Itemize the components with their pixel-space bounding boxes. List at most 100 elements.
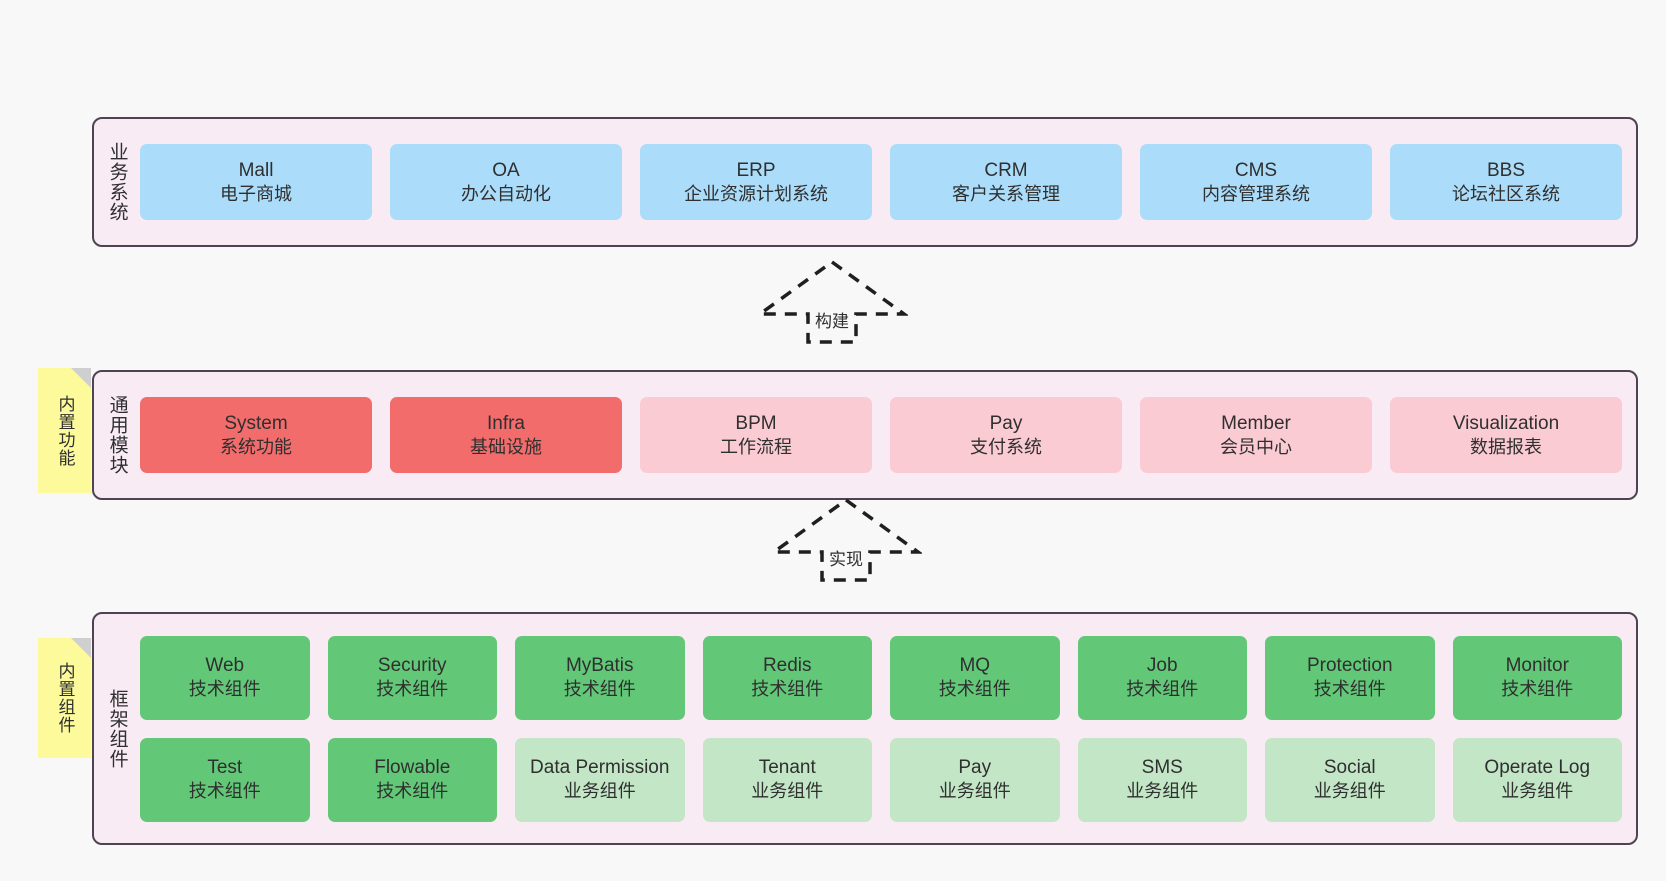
card-bpm[interactable]: BPM 工作流程 [640,397,872,473]
card-flowable[interactable]: Flowable 技术组件 [327,737,497,822]
card-subtitle: 客户关系管理 [952,183,1060,204]
card-operate-log[interactable]: Operate Log 业务组件 [1452,737,1622,822]
card-data-permission[interactable]: Data Permission 业务组件 [515,737,685,822]
connector-build: 构建 [754,258,910,344]
card-cms[interactable]: CMS 内容管理系统 [1140,144,1372,220]
layer-body-business-system: Mall 电子商城 OA 办公自动化 ERP 企业资源计划系统 CRM 客户关系… [140,119,1636,245]
card-bbs[interactable]: BBS 论坛社区系统 [1390,144,1622,220]
layer-title-framework-component: 框架组件 [106,688,128,769]
layer-common-module: 通用模块 System 系统功能 Infra 基础设施 BPM 工作流程 Pay… [92,370,1638,500]
dashed-up-arrow-icon [754,259,910,344]
card-subtitle: 基础设施 [470,436,542,457]
card-subtitle: 技术组件 [1313,679,1386,700]
card-web[interactable]: Web 技术组件 [140,635,310,720]
card-subtitle: 业务组件 [1126,781,1199,802]
folded-corner-icon [71,638,91,658]
card-job[interactable]: Job 技术组件 [1077,635,1247,720]
card-title: Web [205,655,245,677]
card-monitor[interactable]: Monitor 技术组件 [1452,635,1622,720]
card-subtitle: 论坛社区系统 [1452,183,1560,204]
card-title: System [224,412,288,434]
card-title: Job [1146,655,1178,677]
card-security[interactable]: Security 技术组件 [327,635,497,720]
card-subtitle: 会员中心 [1220,436,1292,457]
card-title: Data Permission [530,757,670,779]
card-subtitle: 技术组件 [188,781,261,802]
card-mybatis[interactable]: MyBatis 技术组件 [515,635,685,720]
card-protection[interactable]: Protection 技术组件 [1265,635,1435,720]
card-title: Security [377,655,447,677]
layer-business-system: 业务系统 Mall 电子商城 OA 办公自动化 ERP 企业资源计划系统 CRM… [92,117,1638,247]
card-social[interactable]: Social 业务组件 [1265,737,1435,822]
layer-title-common-module: 通用模块 [106,395,128,475]
card-title: BBS [1486,159,1526,181]
card-subtitle: 电子商城 [220,183,292,204]
card-subtitle: 技术组件 [376,781,449,802]
card-system[interactable]: System 系统功能 [140,397,372,473]
folded-corner-icon [71,368,91,388]
card-pay[interactable]: Pay 支付系统 [890,397,1122,473]
card-subtitle: 技术组件 [563,679,636,700]
card-title: Protection [1306,655,1393,677]
card-title: Tenant [758,757,816,779]
card-crm[interactable]: CRM 客户关系管理 [890,144,1122,220]
card-subtitle: 业务组件 [563,781,636,802]
card-title: CMS [1234,159,1278,181]
card-title: Operate Log [1484,757,1591,779]
card-member[interactable]: Member 会员中心 [1140,397,1372,473]
card-tenant[interactable]: Tenant 业务组件 [702,737,872,822]
card-redis[interactable]: Redis 技术组件 [702,635,872,720]
card-title: Pay [958,757,992,779]
card-pay-biz[interactable]: Pay 业务组件 [890,737,1060,822]
card-subtitle: 数据报表 [1470,436,1542,457]
card-mall[interactable]: Mall 电子商城 [140,144,372,220]
card-title: Member [1221,412,1291,434]
card-sms[interactable]: SMS 业务组件 [1077,737,1247,822]
card-title: Test [207,757,243,779]
card-row: Web 技术组件 Security 技术组件 MyBatis 技术组件 Redi… [140,635,1622,720]
card-mq[interactable]: MQ 技术组件 [890,635,1060,720]
card-visualization[interactable]: Visualization 数据报表 [1390,397,1622,473]
sticky-note-builtin-function: 内置功能 [38,368,91,493]
card-oa[interactable]: OA 办公自动化 [390,144,622,220]
sticky-note-label: 内置功能 [55,394,75,467]
card-subtitle: 业务组件 [1313,781,1386,802]
card-title: Flowable [374,757,451,779]
sticky-note-label: 内置组件 [55,662,75,734]
card-title: MyBatis [565,655,634,677]
card-subtitle: 业务组件 [938,781,1011,802]
connector-label: 构建 [815,312,849,331]
card-title: Visualization [1452,412,1560,434]
card-subtitle: 技术组件 [1126,679,1199,700]
card-title: Monitor [1505,655,1569,677]
card-test[interactable]: Test 技术组件 [140,737,310,822]
card-title: Mall [238,159,274,181]
card-subtitle: 工作流程 [720,436,792,457]
card-title: Infra [486,412,526,434]
card-title: Social [1323,757,1376,779]
card-subtitle: 支付系统 [970,436,1042,457]
card-title: OA [492,159,520,181]
layer-title-business-system: 业务系统 [106,142,128,222]
card-title: ERP [736,159,776,181]
card-subtitle: 系统功能 [220,436,292,457]
card-subtitle: 内容管理系统 [1202,183,1310,204]
connector-label: 实现 [829,550,863,569]
card-row: System 系统功能 Infra 基础设施 BPM 工作流程 Pay 支付系统… [140,397,1622,473]
card-erp[interactable]: ERP 企业资源计划系统 [640,144,872,220]
layer-body-common-module: System 系统功能 Infra 基础设施 BPM 工作流程 Pay 支付系统… [140,372,1636,498]
card-subtitle: 技术组件 [188,679,261,700]
card-row: Mall 电子商城 OA 办公自动化 ERP 企业资源计划系统 CRM 客户关系… [140,144,1622,220]
dashed-up-arrow-icon [768,497,924,582]
sticky-note-builtin-component: 内置组件 [38,638,91,758]
card-title: Pay [989,412,1023,434]
card-subtitle: 业务组件 [751,781,824,802]
card-infra[interactable]: Infra 基础设施 [390,397,622,473]
card-title: Redis [762,655,812,677]
card-subtitle: 技术组件 [1501,679,1574,700]
card-subtitle: 办公自动化 [461,183,551,204]
card-subtitle: 技术组件 [376,679,449,700]
card-subtitle: 技术组件 [938,679,1011,700]
card-title: CRM [984,159,1028,181]
